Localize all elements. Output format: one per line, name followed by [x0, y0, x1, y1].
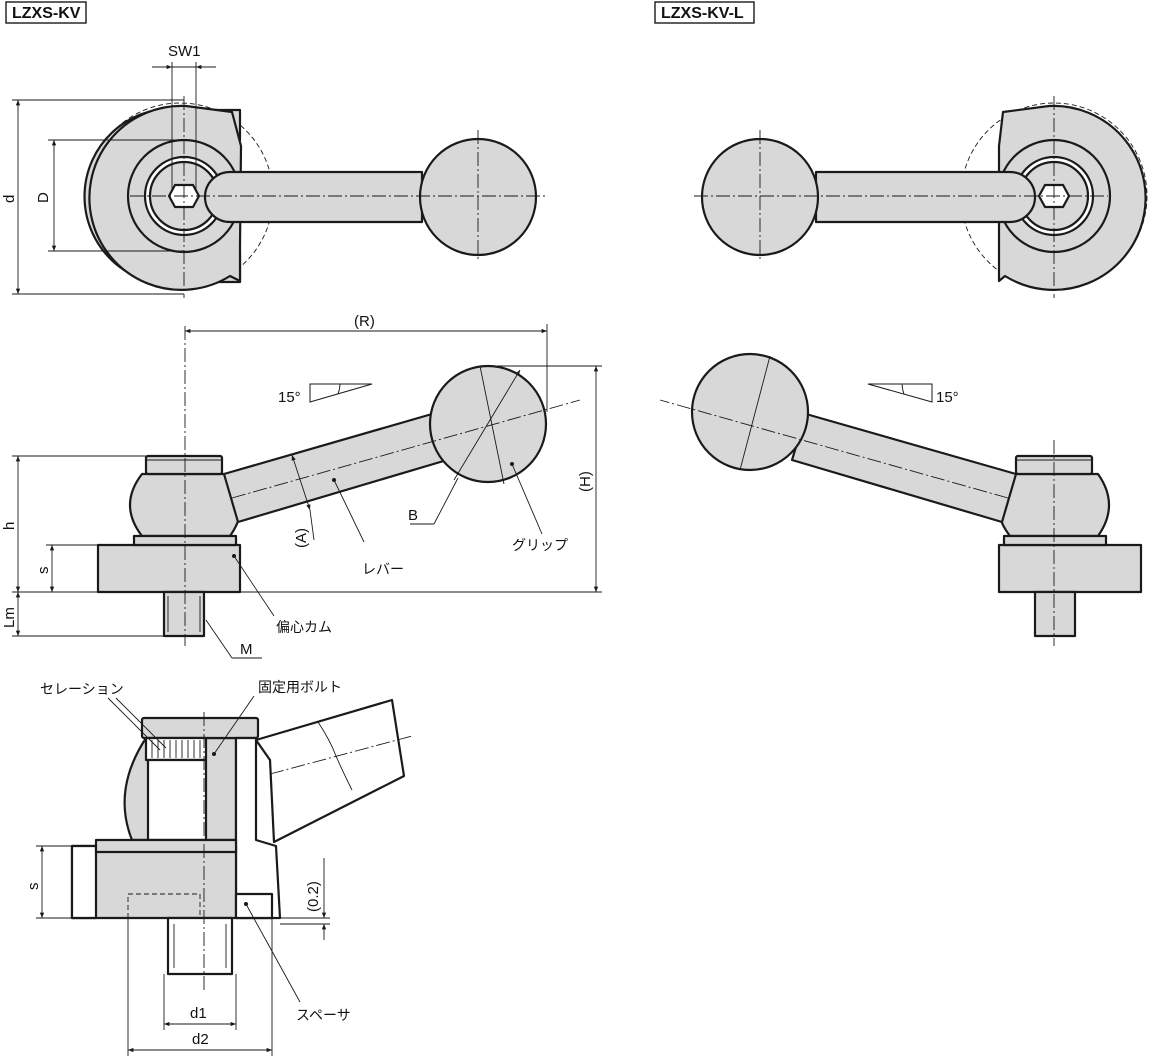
title-lzxs-kv-l: LZXS-KV-L [654, 1, 755, 24]
serration-teeth [151, 740, 201, 758]
angle-left: 15° [278, 389, 301, 406]
label-bolt: 固定用ボルト [258, 680, 342, 696]
dim-s-detail: s [25, 883, 42, 891]
title-left-text: LZXS-KV [12, 5, 81, 22]
side-view-right: 15° [659, 352, 1143, 646]
section-detail: s (0.2) d1 d2 セレーション 固定用ボルト スペーサ [25, 680, 413, 1056]
label-cam: 偏心カム [276, 620, 332, 636]
angle-right: 15° [936, 389, 959, 406]
top-right-plan-view [694, 96, 1148, 298]
label-lever: レバー [362, 562, 404, 578]
dim-R: (R) [354, 313, 375, 330]
label-serration: セレーション [40, 682, 124, 698]
dim-d: d [1, 195, 18, 203]
dim-d1: d1 [190, 1005, 207, 1022]
title-right-text: LZXS-KV-L [661, 5, 744, 22]
dim-D: D [35, 192, 52, 203]
side-view-left: (R) (H) h s Lm M (A) B 15° [1, 313, 602, 659]
dim-h: h [1, 522, 18, 530]
dim-sw1: SW1 [168, 43, 201, 60]
top-left-plan-view: SW1 d D [1, 43, 545, 298]
dim-gap: (0.2) [305, 881, 322, 912]
title-lzxs-kv: LZXS-KV [5, 1, 87, 24]
dim-M: M [240, 641, 253, 658]
dim-B: B [408, 507, 418, 524]
dim-d2: d2 [192, 1031, 209, 1048]
label-spacer: スペーサ [296, 1008, 351, 1024]
dim-H: (H) [577, 471, 594, 492]
label-grip: グリップ [512, 538, 568, 554]
dim-s: s [35, 567, 52, 575]
dim-A: (A) [293, 528, 310, 548]
dim-Lm: Lm [1, 607, 18, 628]
